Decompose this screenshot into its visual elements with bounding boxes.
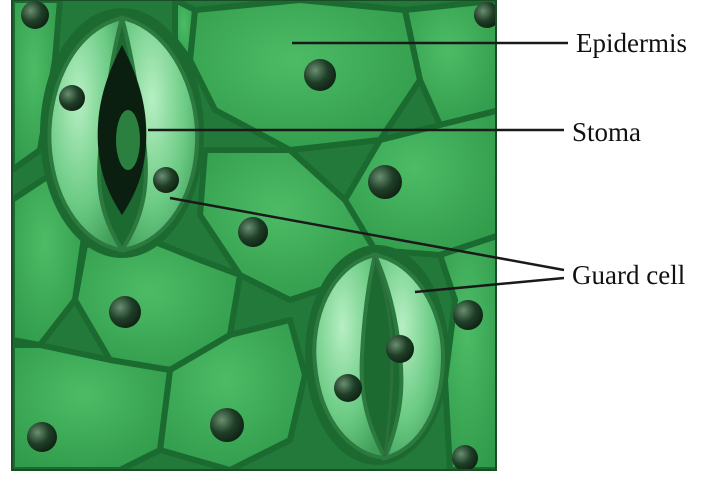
nucleus (452, 445, 478, 471)
epidermal-cell (12, 345, 170, 470)
nucleus (304, 59, 336, 91)
nucleus (109, 296, 141, 328)
closed-stoma (305, 245, 449, 465)
epidermis-label: Epidermis (576, 30, 687, 57)
nucleus (59, 85, 85, 111)
epidermal-cell (440, 235, 500, 470)
nucleus (453, 300, 483, 330)
nucleus (368, 165, 402, 199)
nucleus (238, 217, 268, 247)
epidermis-tissue (12, 0, 500, 471)
nucleus (334, 374, 362, 402)
nucleus (210, 408, 244, 442)
nucleus (386, 335, 414, 363)
stoma-label: Stoma (572, 119, 641, 146)
nucleus (27, 422, 57, 452)
open-stoma (40, 8, 204, 258)
guard-cell-label: Guard cell (572, 262, 685, 289)
nucleus (21, 1, 49, 29)
nucleus (153, 167, 179, 193)
